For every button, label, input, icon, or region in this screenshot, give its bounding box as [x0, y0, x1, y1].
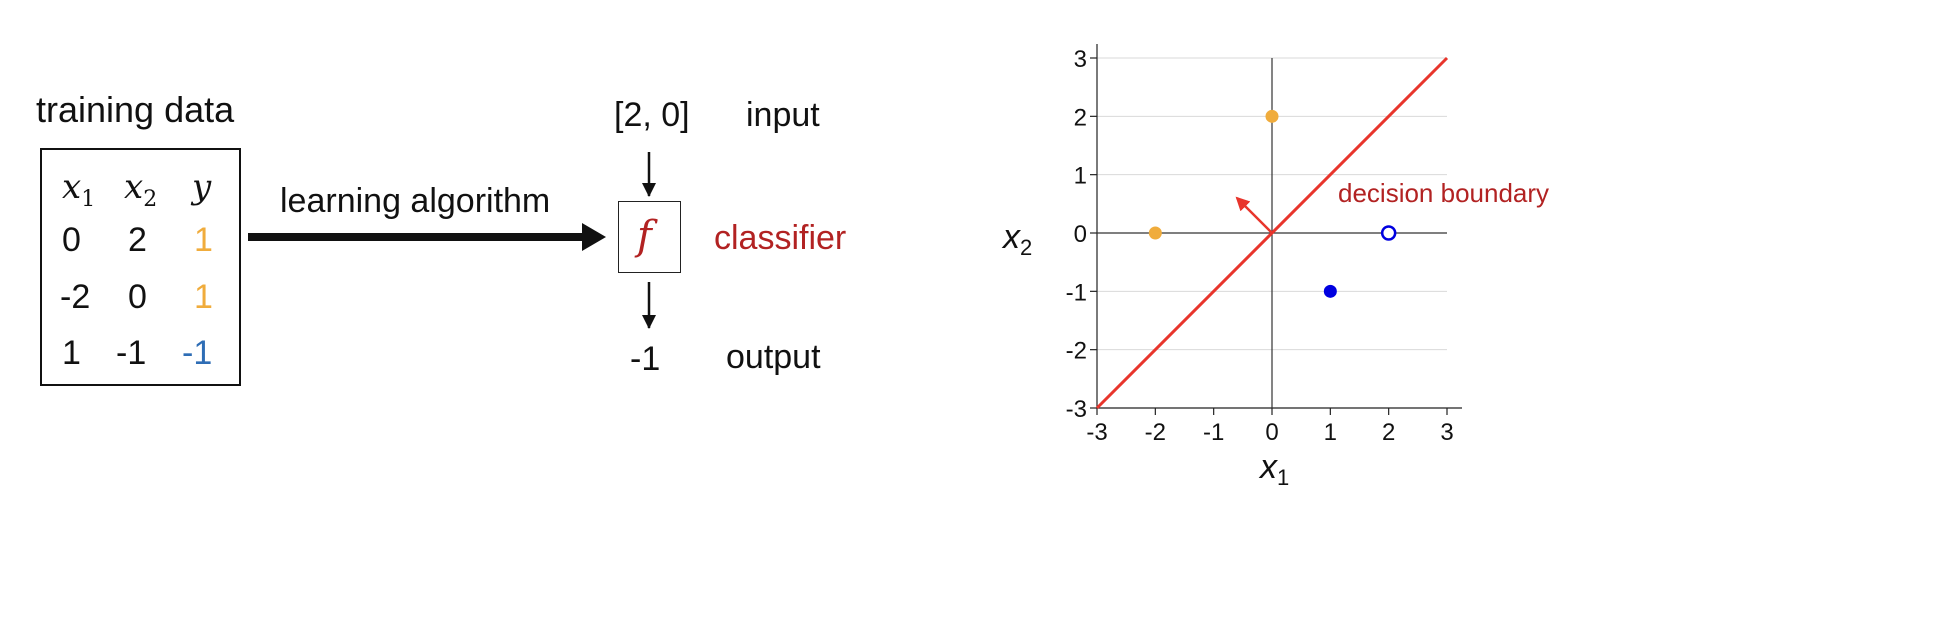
y-tick-label: -2	[1066, 338, 1087, 365]
data-point-negative	[1323, 284, 1337, 298]
cell-r3-x1: 1	[62, 334, 81, 372]
data-point-positive	[1265, 109, 1279, 123]
training-data-title: training data	[36, 89, 235, 130]
cell-r1-x1: 0	[62, 221, 81, 259]
y-tick-label: 0	[1074, 221, 1087, 248]
data-point-positive	[1148, 226, 1162, 240]
y-tick-label: -3	[1066, 396, 1087, 423]
x-tick-label: 0	[1265, 419, 1278, 446]
x-tick-label: 1	[1324, 419, 1337, 446]
x2-axis-label: x2	[1001, 218, 1032, 260]
cell-r2-x2: 0	[128, 278, 147, 316]
y-tick-label: 3	[1074, 46, 1087, 73]
y-tick-label: 2	[1074, 104, 1087, 131]
y-tick-label: 1	[1074, 163, 1087, 190]
cell-r1-y: 1	[194, 221, 213, 259]
input-value: [2, 0]	[614, 96, 690, 134]
learning-algorithm-label: learning algorithm	[280, 182, 551, 220]
x-tick-label: -3	[1086, 419, 1107, 446]
y-tick-label: -1	[1066, 279, 1087, 306]
x-tick-label: -2	[1145, 419, 1166, 446]
cell-r1-x2: 2	[128, 221, 147, 259]
classifier-label: classifier	[714, 219, 847, 257]
cell-r3-x2: -1	[116, 334, 147, 372]
header-x2: x2	[124, 167, 158, 212]
x-tick-label: 3	[1440, 419, 1453, 446]
x1-axis-label: x1	[1258, 448, 1289, 490]
cell-r2-x1: -2	[60, 278, 91, 316]
diagram-arrows	[248, 152, 656, 329]
data-point-query	[1380, 225, 1397, 241]
header-x1: x1	[62, 167, 96, 212]
output-label: output	[726, 338, 821, 376]
decision-boundary-label: decision boundary	[1338, 178, 1549, 208]
header-y: y	[192, 167, 212, 207]
classifier-box	[618, 201, 681, 273]
cell-r2-y: 1	[194, 278, 213, 316]
normal-vector-arrow	[1235, 196, 1273, 234]
learning-arrow-head	[582, 223, 606, 251]
x-tick-label: 2	[1382, 419, 1395, 446]
classifier-f: f	[637, 213, 652, 259]
output-value: -1	[630, 340, 661, 378]
training-data-table	[40, 148, 241, 386]
input-label: input	[746, 96, 820, 134]
cell-r3-y: -1	[182, 334, 213, 372]
x-tick-label: -1	[1203, 419, 1224, 446]
